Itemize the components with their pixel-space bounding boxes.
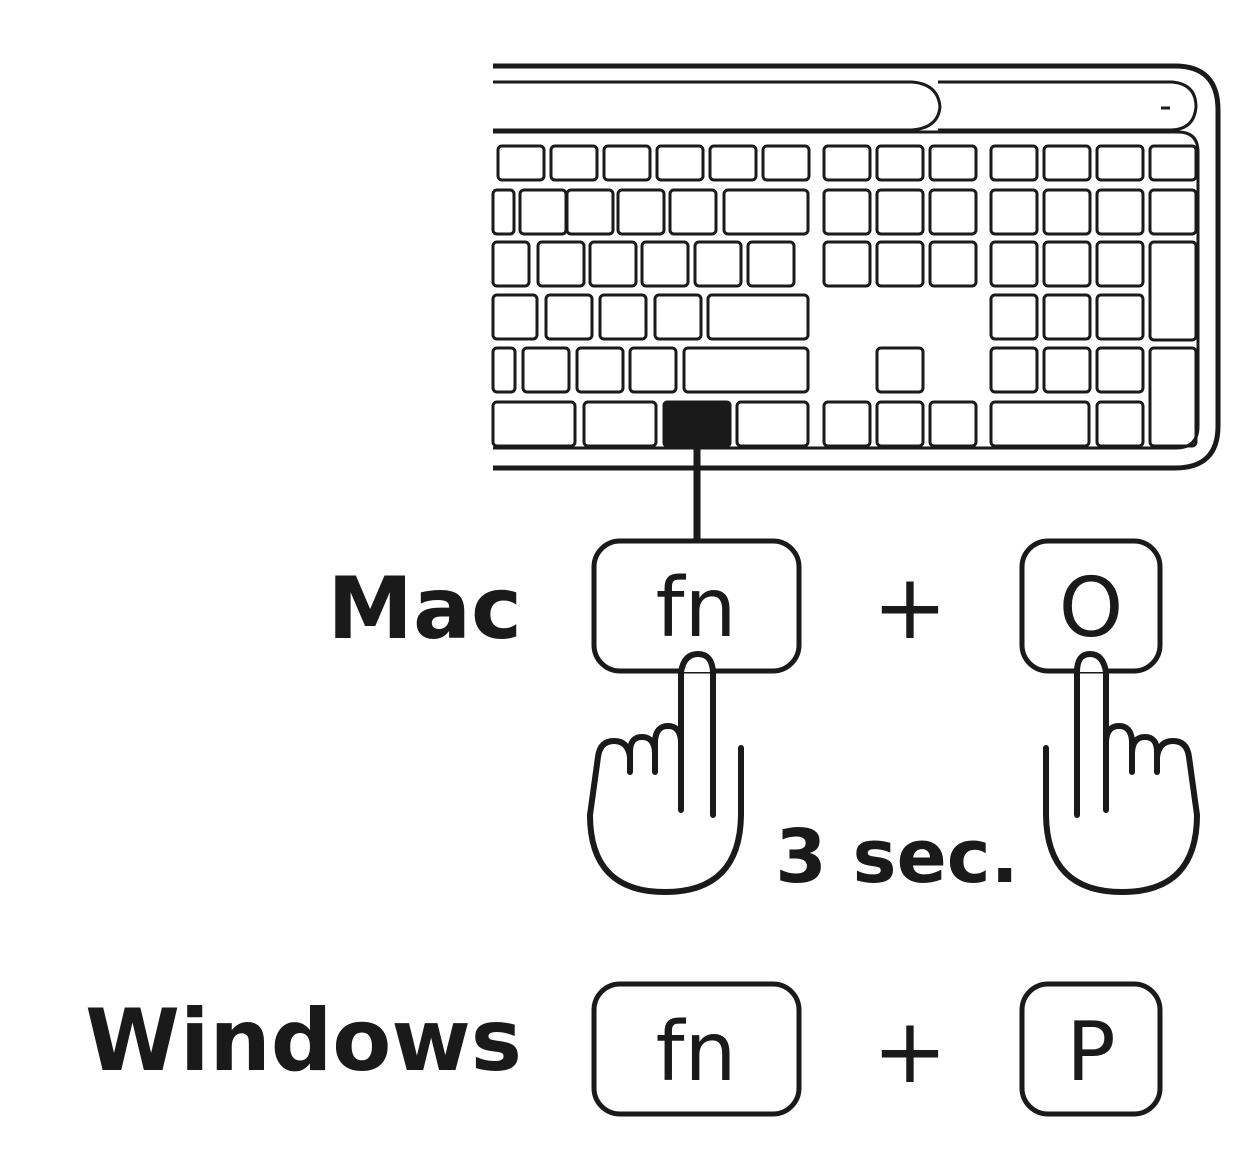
keyboard-key bbox=[875, 346, 925, 394]
keyboard-key bbox=[989, 293, 1039, 341]
keyboard-key bbox=[928, 188, 978, 236]
keyboard-key bbox=[989, 240, 1039, 288]
keyboard-key bbox=[693, 240, 743, 288]
keyboard-key bbox=[518, 188, 568, 236]
keyboard-key bbox=[822, 144, 872, 182]
keyboard-key bbox=[822, 188, 872, 236]
keyboard-key bbox=[628, 346, 678, 394]
hand-press-icon bbox=[587, 651, 744, 895]
keyboard-key bbox=[928, 144, 978, 182]
keyboard-key bbox=[682, 346, 810, 394]
keyboard-key bbox=[491, 188, 516, 236]
keyboard-key bbox=[1095, 293, 1145, 341]
keyboard-key bbox=[928, 400, 978, 448]
windows-label: Windows bbox=[85, 991, 522, 1091]
keyboard-key bbox=[735, 400, 810, 448]
keyboard-key bbox=[708, 144, 758, 182]
keyboard-key bbox=[1042, 346, 1092, 394]
keyboard-key bbox=[491, 400, 577, 448]
keyboard-key bbox=[602, 144, 652, 182]
keyboard-key bbox=[549, 144, 599, 182]
keyboard-key bbox=[746, 240, 796, 288]
keyboard-top-bar-right bbox=[938, 80, 1198, 132]
keyboard-key bbox=[875, 144, 925, 182]
keyboard-outline bbox=[493, 63, 1221, 471]
keyboard-key bbox=[640, 240, 690, 288]
keyboard-key bbox=[875, 188, 925, 236]
mac-o-key-label: O bbox=[1059, 561, 1124, 656]
windows-p-key bbox=[1019, 981, 1163, 1117]
mac-label: Mac bbox=[327, 559, 522, 659]
keyboard-key bbox=[761, 144, 811, 182]
keyboard-key bbox=[822, 400, 872, 448]
keyboard-key bbox=[989, 400, 1091, 448]
windows-fn-key bbox=[591, 981, 802, 1117]
keyboard-key bbox=[653, 293, 703, 341]
keyboard-key bbox=[575, 346, 625, 394]
keyboard-key bbox=[706, 293, 810, 341]
keyboard-key bbox=[1148, 188, 1198, 236]
keyboard-key bbox=[491, 240, 531, 288]
keyboard-key bbox=[1095, 188, 1145, 236]
keyboard-key bbox=[491, 293, 539, 341]
mac-plus-sign: + bbox=[872, 555, 947, 660]
keyboard-key bbox=[496, 144, 546, 182]
highlighted-fn-key bbox=[662, 400, 732, 448]
windows-row: Windows fn + P bbox=[85, 981, 1163, 1117]
keyboard-key bbox=[989, 188, 1039, 236]
keyboard-key bbox=[1095, 346, 1145, 394]
mac-fn-key-label: fn bbox=[656, 561, 737, 656]
keyboard-key bbox=[875, 400, 925, 448]
keyboard-key bbox=[1042, 188, 1092, 236]
keyboard-key bbox=[668, 188, 718, 236]
keyboard-key bbox=[1042, 293, 1092, 341]
windows-fn-key-label: fn bbox=[656, 1005, 737, 1100]
keyboard-key bbox=[655, 144, 705, 182]
hold-duration-label: 3 sec. bbox=[775, 814, 1018, 900]
keyboard-key bbox=[989, 144, 1039, 182]
keyboard-key bbox=[928, 240, 978, 288]
keyboard-key bbox=[1095, 400, 1145, 448]
keyboard-key bbox=[491, 346, 517, 394]
keyboard-key bbox=[1042, 144, 1092, 182]
keyboard-key bbox=[1095, 240, 1145, 288]
keyboard-key bbox=[588, 240, 638, 288]
keyboard-key bbox=[521, 346, 571, 394]
mac-row: Mac fn + O 3 sec. bbox=[327, 538, 1200, 900]
hand-press-icon bbox=[1043, 651, 1200, 895]
keyboard-key bbox=[875, 240, 925, 288]
keyboard-key bbox=[544, 293, 594, 341]
keyboard-key bbox=[822, 240, 872, 288]
keyboard-key bbox=[582, 400, 658, 448]
keyboard-key bbox=[1042, 240, 1092, 288]
windows-plus-sign: + bbox=[872, 999, 947, 1104]
keyboard-key bbox=[722, 188, 810, 236]
keyboard-key bbox=[1148, 240, 1198, 342]
windows-p-key-label: P bbox=[1066, 1005, 1115, 1100]
keyboard-key bbox=[1148, 346, 1198, 448]
keyboard-icon bbox=[491, 63, 1221, 471]
keyboard-key bbox=[1095, 144, 1145, 182]
keyboard-key bbox=[989, 346, 1039, 394]
keyboard-top-bar bbox=[493, 80, 942, 132]
keyboard-key bbox=[1148, 144, 1198, 182]
keyboard-key bbox=[565, 188, 615, 236]
keyboard-key bbox=[598, 293, 648, 341]
keyboard-key bbox=[616, 188, 666, 236]
keyboard-key bbox=[536, 240, 586, 288]
